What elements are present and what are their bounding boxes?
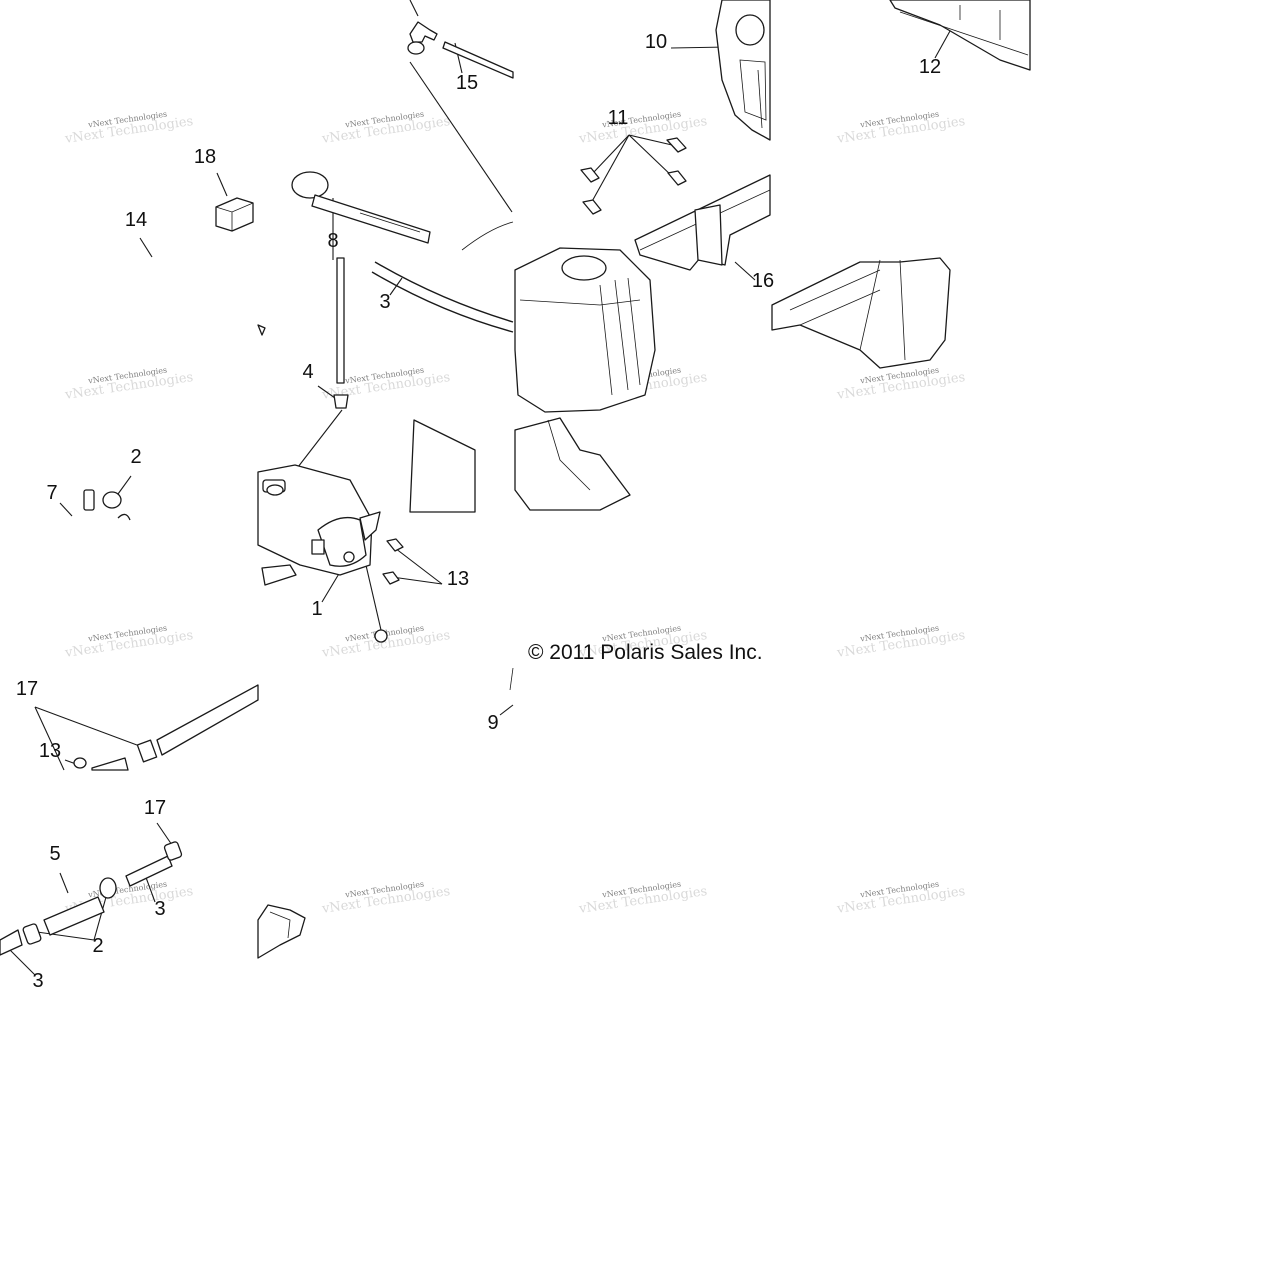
- copyright-text: © 2011 Polaris Sales Inc.: [528, 641, 763, 664]
- callout-15: 15: [456, 72, 478, 94]
- callout-3: 3: [154, 898, 165, 920]
- callout-10: 10: [645, 31, 667, 53]
- callout-16: 16: [752, 270, 774, 292]
- callout-13: 13: [447, 568, 469, 590]
- callout-13: 13: [39, 740, 61, 762]
- callout-12: 12: [919, 56, 941, 78]
- parts-layer: [0, 0, 1031, 959]
- callout-18: 18: [194, 146, 216, 168]
- callout-3: 3: [32, 970, 43, 992]
- callout-17: 17: [16, 678, 38, 700]
- callout-4: 4: [302, 361, 313, 383]
- leader-lines: [9, 0, 951, 976]
- callout-1: 1: [311, 598, 322, 620]
- callout-8: 8: [327, 230, 338, 252]
- callout-7: 7: [46, 482, 57, 504]
- callout-17: 17: [144, 797, 166, 819]
- callout-3: 3: [379, 291, 390, 313]
- callout-2: 2: [92, 935, 103, 957]
- callout-14: 14: [125, 209, 147, 231]
- callout-11: 11: [608, 107, 629, 129]
- callout-9: 9: [487, 712, 498, 734]
- callout-2: 2: [130, 446, 141, 468]
- callout-5: 5: [49, 843, 60, 865]
